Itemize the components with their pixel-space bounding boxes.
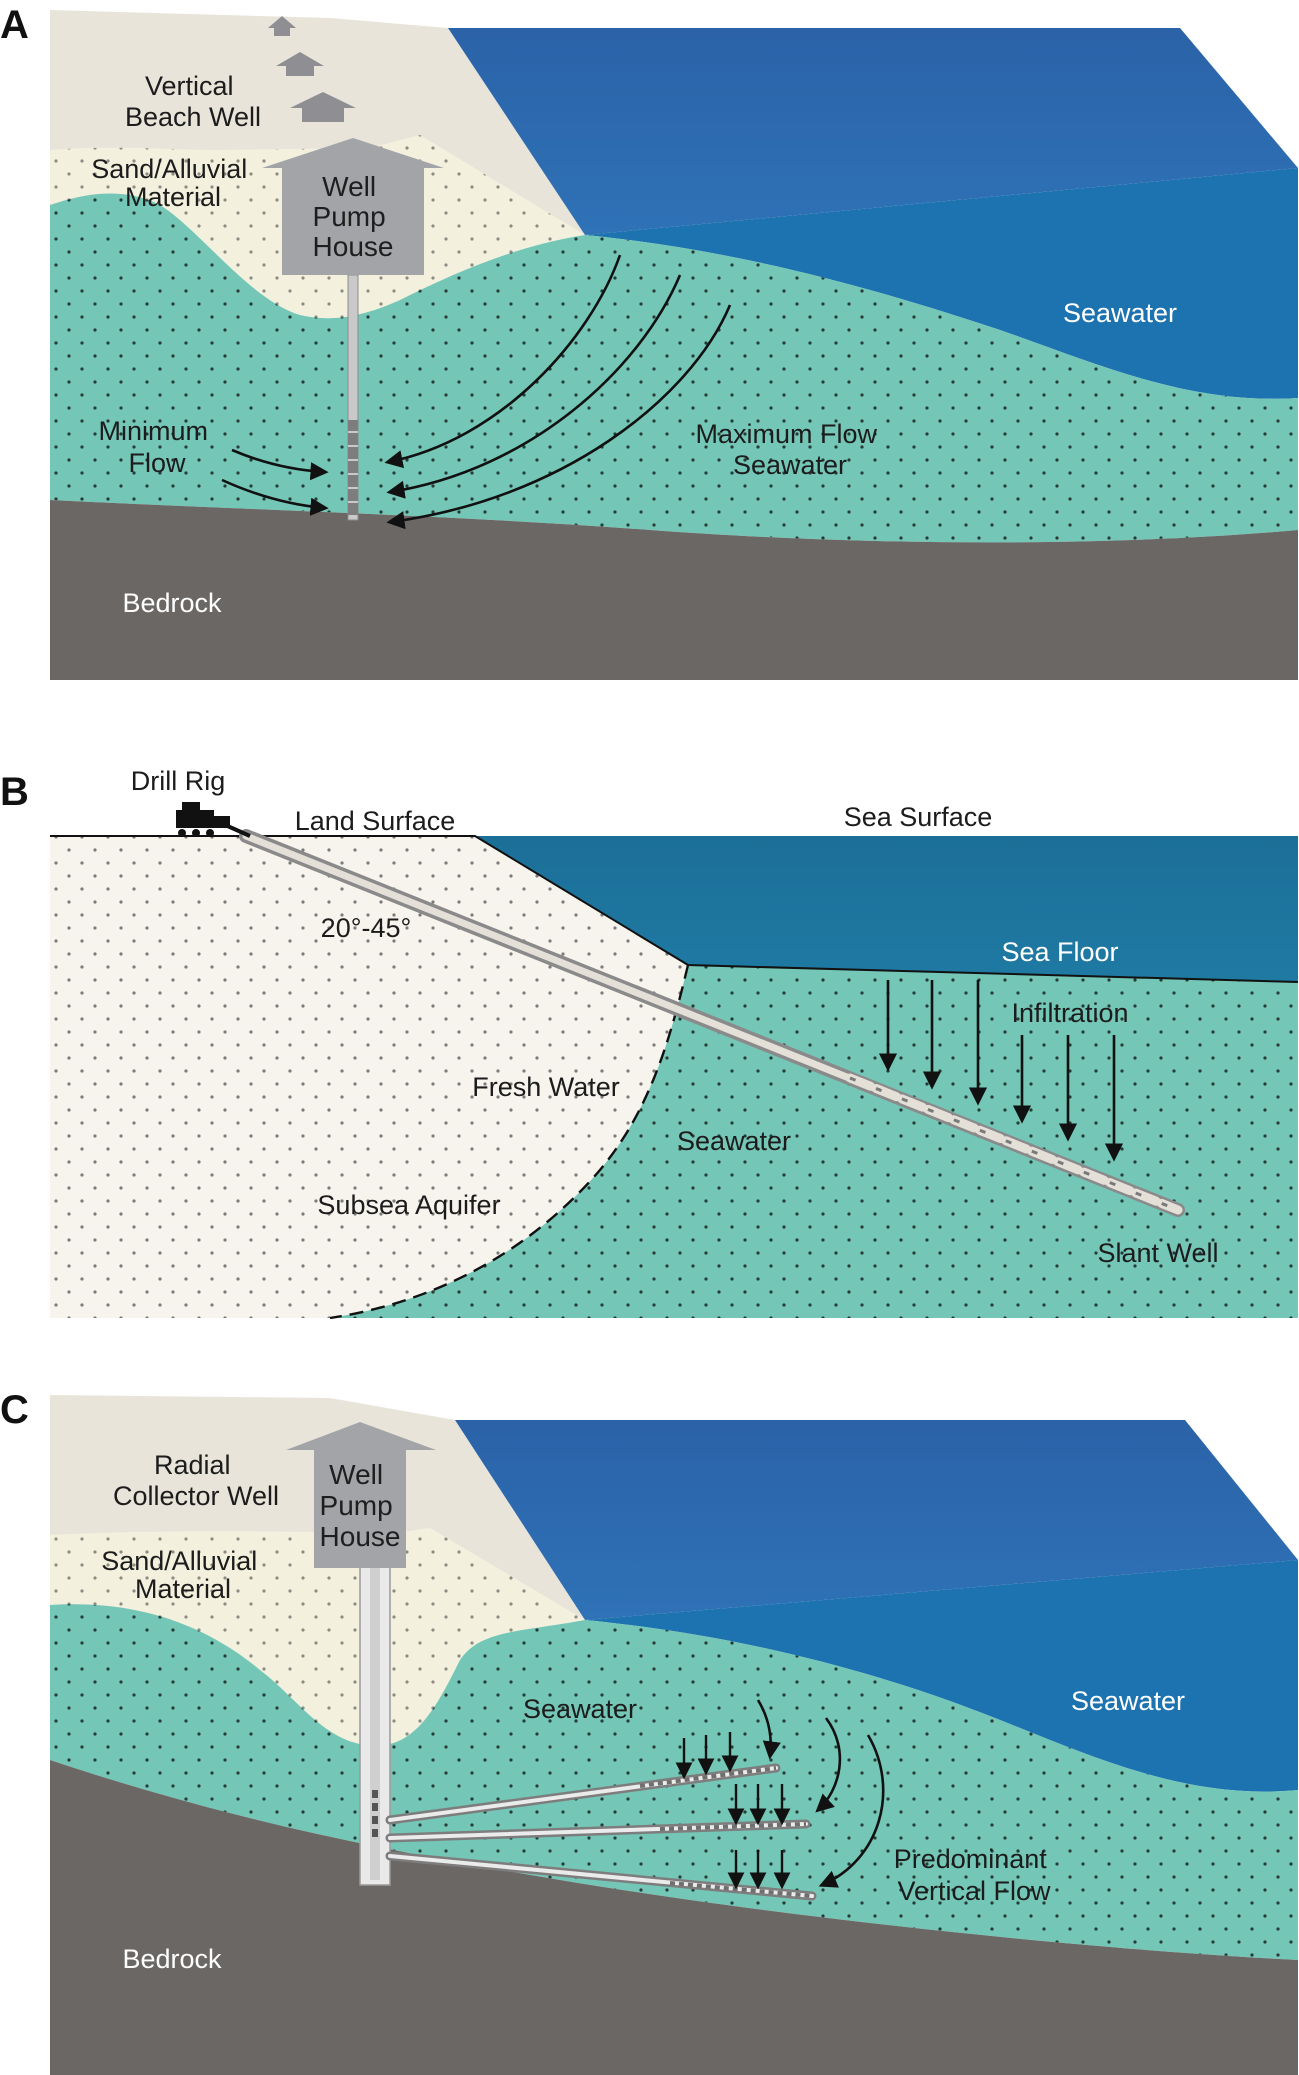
panel-a-min-flow-arrow-1 — [231, 448, 329, 481]
panel-b-letter: B — [0, 770, 29, 814]
panel-c-vertical-flow-label-1: Predominant — [894, 1844, 1048, 1874]
panel-c-sand-label-1: Sand/Alluvial — [101, 1546, 257, 1576]
panel-c-well-type-label-2: Collector Well — [113, 1481, 279, 1511]
svg-text:Sand/Alluvial Material: Sand/Alluvial Material — [101, 1546, 265, 1604]
panel-a-up-arrow-small-2 — [276, 52, 324, 76]
panel-a-pump-house — [262, 138, 444, 275]
panel-b-sea-floor-label: Sea Floor — [1001, 937, 1118, 967]
panel-a-letter: A — [0, 3, 29, 47]
panel-b-land-surface-label: Land Surface — [295, 806, 456, 836]
panel-c-seawater-body — [585, 1560, 1298, 1792]
panel-b-angle-label: 20°-45° — [321, 913, 412, 943]
panel-c-pump-label-2: Pump — [320, 1490, 393, 1521]
panel-c-bedrock — [50, 1760, 1298, 2075]
panel-b-sea — [475, 836, 1298, 982]
panel-a-min-flow-label-1: Minimum — [98, 416, 208, 446]
panel-c-pump-label-1: Well — [329, 1459, 383, 1490]
panel-c-letter: C — [0, 1388, 29, 1432]
panel-b-subsea-aquifer-label: Subsea Aquifer — [317, 1190, 500, 1220]
panel-c-seawater-aquifer-label: Seawater — [523, 1694, 637, 1724]
panel-c-sand-label-2: Material — [135, 1574, 231, 1604]
panel-c-pump-label-3: House — [320, 1521, 401, 1552]
panel-b-seawater-label: Seawater — [677, 1126, 791, 1156]
panel-b-slant-well-label: Slant Well — [1097, 1238, 1218, 1268]
panel-c-seawater-ocean-label: Seawater — [1071, 1686, 1185, 1716]
panel-a-min-flow-arrow-2 — [221, 478, 329, 516]
panel-a-max-flow-label-2: Seawater — [733, 450, 847, 480]
svg-text:Well Pump House: Well Pump House — [313, 171, 394, 262]
panel-a-seawater-label: Seawater — [1063, 298, 1177, 328]
panel-c-vertical-flow-label-2: Vertical Flow — [897, 1876, 1051, 1906]
svg-text:Radial Collector Well: Radial Collector Well — [113, 1450, 279, 1511]
panel-b-drill-rig-label: Drill Rig — [131, 766, 226, 796]
panel-a-sea-surface — [448, 28, 1298, 235]
panel-b-sea-surface-label: Sea Surface — [844, 802, 993, 832]
svg-text:Predominant Vertical Flo: Predominant Vertical Flow — [894, 1844, 1055, 1906]
panel-c-well-type-label-1: Radial — [154, 1450, 231, 1480]
panel-c-bedrock-label: Bedrock — [122, 1944, 222, 1974]
panel-a-sand-label-2: Material — [125, 182, 221, 212]
panel-a-max-flow-label-1: Maximum Flow — [695, 419, 877, 449]
panel-c-curved-arrow-3 — [818, 1734, 885, 1888]
svg-text:Well Pump House: Well Pump House — [320, 1459, 401, 1552]
panel-a-bedrock-label: Bedrock — [122, 588, 222, 618]
panel-c-curved-arrow-2 — [815, 1717, 842, 1813]
panel-a-well-type-label-2: Beach Well — [125, 102, 261, 132]
panel-a-up-arrow-small-3 — [290, 92, 356, 122]
panel-a-sand-label-1: Sand/Alluvial — [91, 154, 247, 184]
panel-a-max-flow-arrow-3 — [386, 304, 732, 530]
panel-a-seawater-body — [585, 168, 1298, 399]
panel-a-min-flow-label-2: Flow — [128, 448, 186, 478]
panel-a: A Well Pump — [0, 3, 1298, 680]
panel-b-fresh-water-label: Fresh Water — [472, 1072, 620, 1102]
panel-a-pump-label-1: Well — [322, 171, 376, 202]
panel-b-interface-line — [329, 964, 690, 1320]
panel-a-pump-label-3: House — [313, 231, 394, 262]
panel-c-sea-surface — [455, 1420, 1298, 1620]
panel-a-max-flow-arrow-2 — [386, 274, 682, 499]
svg-text:Vertical Beach Well: Vertical Beach Well — [125, 71, 261, 132]
panel-a-bedrock — [50, 500, 1298, 680]
panel-c-pump-house — [286, 1422, 436, 1568]
svg-text:Sand/Alluvial Material: Sand/Alluvial Material — [91, 154, 255, 212]
panel-c: C — [0, 1388, 1298, 2075]
panel-b-infiltration-label: Infiltration — [1011, 998, 1128, 1028]
panel-a-well-screen — [348, 420, 358, 515]
svg-text:Minimum Flow: Minimum Flow — [98, 416, 215, 478]
svg-text:Maximum Flow Seawater: Maximum Flow Seawater — [695, 419, 884, 480]
panel-a-up-arrow-small-1 — [268, 16, 296, 36]
panel-a-max-flow-arrow-1 — [384, 254, 622, 469]
panel-a-pump-label-2: Pump — [313, 201, 386, 232]
panel-b: B — [0, 766, 1299, 1320]
panel-c-curved-arrow-1 — [756, 1699, 781, 1760]
panel-b-drill-rig — [176, 802, 251, 838]
panel-a-well-type-label-1: Vertical — [145, 71, 234, 101]
